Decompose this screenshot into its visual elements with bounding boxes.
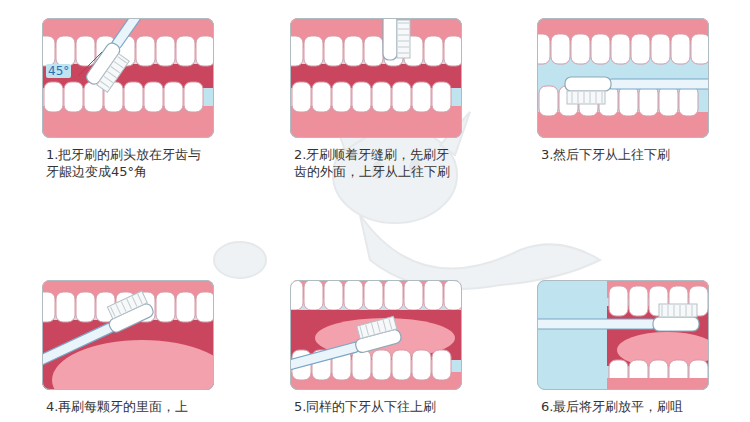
angle-label: 45° bbox=[46, 64, 71, 78]
step-panel: 2.牙刷顺着牙缝刷，先刷牙齿的外面，上牙从上往下刷 bbox=[290, 18, 462, 138]
step-panel: 1.把牙刷的刷头放在牙齿与牙龈边变成45°角 bbox=[42, 18, 214, 138]
step-panel: 5.同样的下牙从下往上刷 bbox=[290, 280, 462, 390]
step-caption: 4.再刷每颗牙的里面，上 bbox=[46, 398, 212, 415]
step-caption: 5.同样的下牙从下往上刷 bbox=[294, 398, 460, 415]
step-caption: 1.把牙刷的刷头放在牙齿与牙龈边变成45°角 bbox=[46, 146, 212, 180]
step-caption: 2.牙刷顺着牙缝刷，先刷牙齿的外面，上牙从上往下刷 bbox=[294, 146, 460, 180]
step-panel: 4.再刷每颗牙的里面，上 bbox=[42, 280, 214, 390]
step-caption: 6.最后将牙刷放平，刷咀 bbox=[541, 398, 707, 415]
step-caption: 3.然后下牙从上往下刷 bbox=[541, 146, 707, 163]
step-panel: 6.最后将牙刷放平，刷咀 bbox=[537, 280, 709, 390]
step-panel: 3.然后下牙从上往下刷 bbox=[537, 18, 709, 138]
